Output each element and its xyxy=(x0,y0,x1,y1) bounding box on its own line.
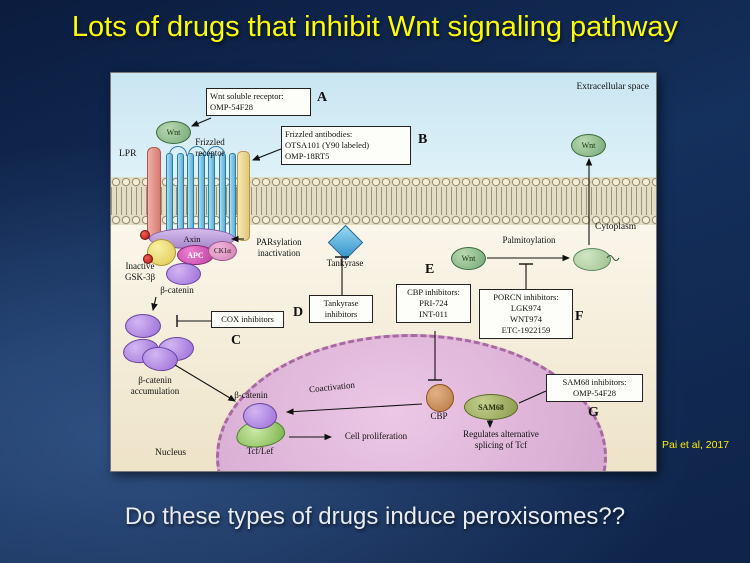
coreceptor-bar xyxy=(237,151,250,241)
letter-c: C xyxy=(231,333,242,348)
letter-a: A xyxy=(317,90,328,105)
wnt-ligand-extracellular: Wnt xyxy=(156,121,191,144)
palmitoylation-label: Palmitoylation xyxy=(502,235,556,245)
slide-title: Lots of drugs that inhibit Wnt signaling… xyxy=(71,11,679,43)
inhibitor-box-b: Frizzled antibodies: OTSA101 (Y90 labele… xyxy=(281,126,411,166)
tcf-lef-label: Tcf/Lef xyxy=(246,446,274,456)
lpr-receptor xyxy=(147,147,161,241)
inhibitor-box-c: COX inhibitors xyxy=(211,311,284,329)
ck1a-protein: CK1α xyxy=(208,241,237,261)
beta-catenin-protein xyxy=(166,263,201,285)
tankyrase-label: Tankyrase xyxy=(326,258,364,268)
lpr-label: LPR xyxy=(119,149,137,159)
letter-e: E xyxy=(425,262,435,277)
nucleus-label: Nucleus xyxy=(155,448,187,458)
inhibitor-box-g: SAM68 inhibitors: OMP-54F28 xyxy=(546,374,643,403)
phosphorylation-dot xyxy=(143,254,153,264)
parsylation-label: PARsylation inactivation xyxy=(256,237,302,258)
beta-catenin-free xyxy=(125,314,161,338)
cbp-label: CBP xyxy=(430,411,448,421)
inhibitor-box-a: Wnt soluble receptor: OMP-54F28 xyxy=(206,88,311,117)
inhibitor-box-d: Tankyrase inhibitors xyxy=(309,295,373,324)
wnt-pathway-diagram: Extracellular space Cytoplasm Nucleus LP… xyxy=(110,72,657,472)
cytoplasm-label: Cytoplasm xyxy=(595,222,637,232)
beta-catenin-label: β-catenin xyxy=(160,285,194,295)
accumulation-label: β-catenin accumulation xyxy=(130,375,180,396)
wnt-ligand-cytoplasmic: Wnt xyxy=(451,247,486,270)
inhibitor-box-f: PORCN inhibitors: LGK974 WNT974 ETC-1922… xyxy=(479,289,573,340)
cbp-protein xyxy=(426,384,454,412)
extracellular-label: Extracellular space xyxy=(576,82,649,92)
wnt-ligand-secreted: Wnt xyxy=(571,134,606,157)
sam68-protein: SAM68 xyxy=(464,394,518,420)
phosphorylation-dot xyxy=(140,230,150,240)
citation: Pai et al, 2017 xyxy=(662,439,730,451)
letter-f: F xyxy=(575,309,584,324)
letter-d: D xyxy=(293,305,304,320)
regulates-splicing-label: Regulates alternative splicing of Tcf xyxy=(463,429,539,450)
frizzled-label: Frizzled receptor xyxy=(195,137,225,158)
cell-proliferation-label: Cell proliferation xyxy=(344,431,408,441)
letter-g: G xyxy=(588,405,599,420)
wnt-palmitoylated xyxy=(573,248,611,271)
inactive-gsk-label: Inactive GSK-3β xyxy=(124,261,156,282)
frizzled-receptor xyxy=(166,153,236,239)
nuclear-beta-catenin xyxy=(243,403,277,429)
nuclear-beta-catenin-label: β-catenin xyxy=(234,390,268,400)
letter-b: B xyxy=(418,132,428,147)
inhibitor-box-e: CBP inhibitors: PRI-724 INT-011 xyxy=(396,284,471,324)
bottom-question: Do these types of drugs induce peroxisom… xyxy=(124,503,626,530)
